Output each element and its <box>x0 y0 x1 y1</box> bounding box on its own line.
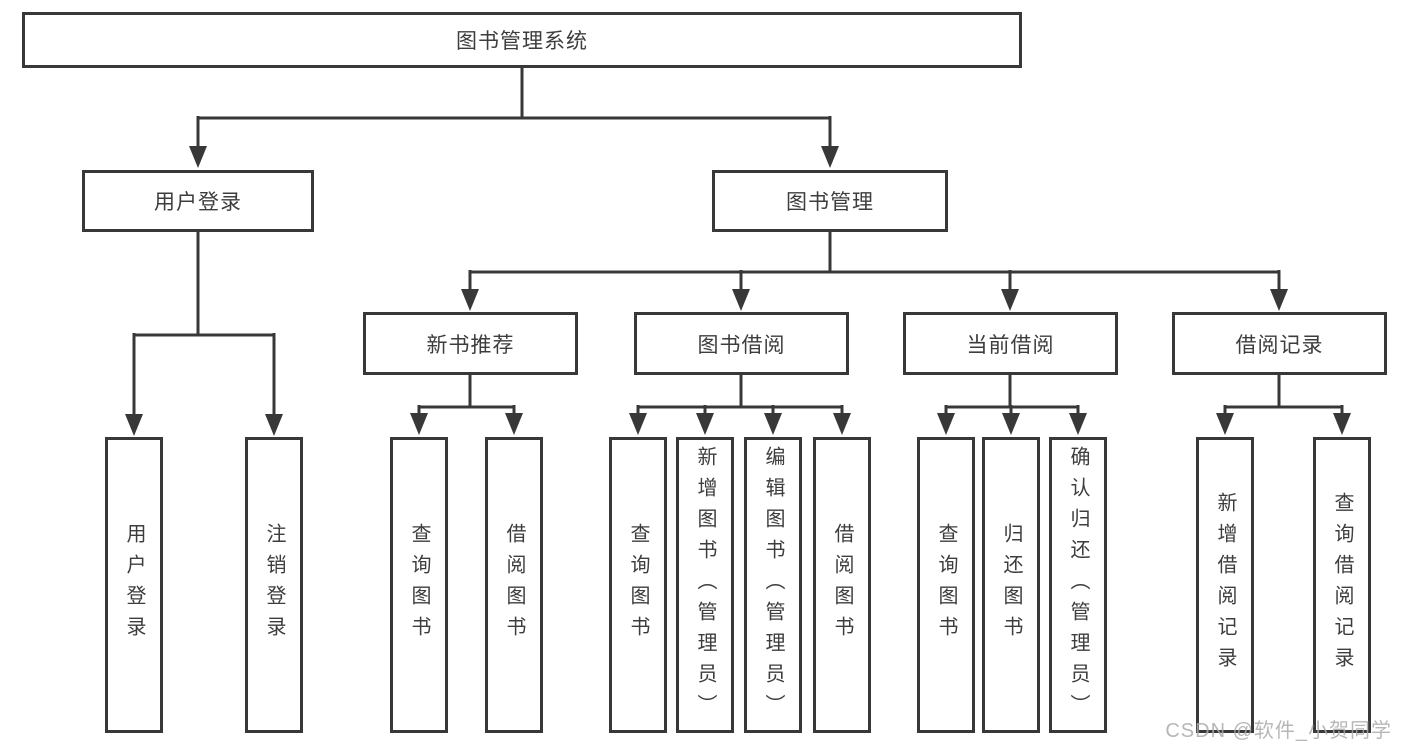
csdn-watermark: CSDN @软件_小贺同学 <box>1165 720 1392 742</box>
leaf-logout: 注销登录 <box>245 437 303 733</box>
arrowheads <box>125 146 1351 436</box>
leaf-borrow-books-borrowing: 借阅图书 <box>813 437 871 733</box>
leaf-user-login: 用户登录 <box>105 437 163 733</box>
leaf-confirm-return-admin: 确认归还（管理员） <box>1049 437 1107 733</box>
leaf-query-books-borrowing: 查询图书 <box>609 437 667 733</box>
node-borrowing-records: 借阅记录 <box>1172 312 1387 375</box>
node-current-borrowing: 当前借阅 <box>903 312 1118 375</box>
node-root-library-system: 图书管理系统 <box>22 12 1022 68</box>
node-book-management: 图书管理 <box>712 170 948 232</box>
leaf-query-books-recommend: 查询图书 <box>390 437 448 733</box>
node-user-login: 用户登录 <box>82 170 314 232</box>
node-book-borrowing: 图书借阅 <box>634 312 849 375</box>
leaf-query-borrow-record: 查询借阅记录 <box>1313 437 1371 733</box>
leaf-query-books-current: 查询图书 <box>917 437 975 733</box>
leaf-return-books: 归还图书 <box>982 437 1040 733</box>
leaf-edit-books-admin: 编辑图书（管理员） <box>744 437 802 733</box>
leaf-add-borrow-record: 新增借阅记录 <box>1196 437 1254 733</box>
leaf-add-books-admin: 新增图书（管理员） <box>676 437 734 733</box>
node-new-book-recommend: 新书推荐 <box>363 312 578 375</box>
leaf-borrow-books-recommend: 借阅图书 <box>485 437 543 733</box>
